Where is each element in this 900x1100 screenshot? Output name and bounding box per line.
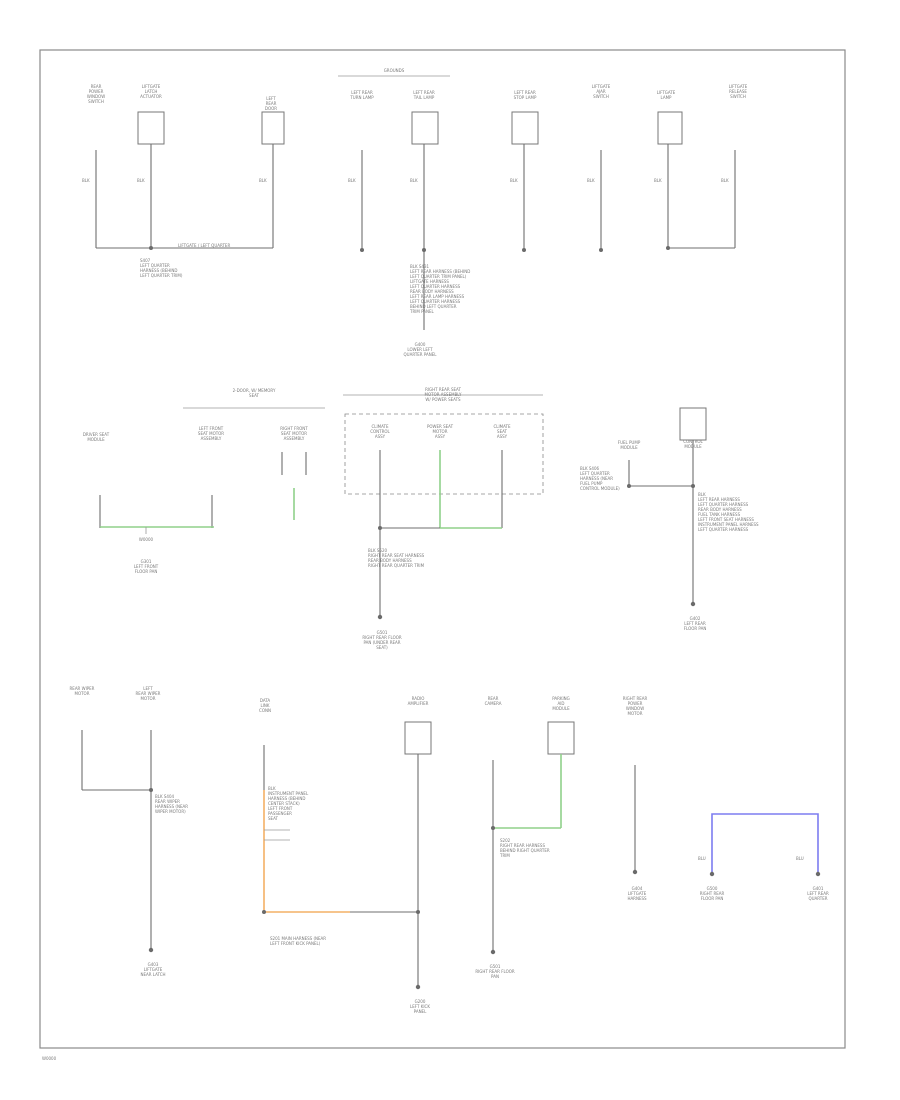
top-box-lamp	[657, 111, 683, 145]
top-wire-codes: BLK BLK BLK BLK BLK BLK BLK BLK BLK	[82, 178, 729, 183]
top-wire-code-8: BLK	[654, 178, 662, 183]
top-wire-code-9: BLK	[721, 178, 729, 183]
bottom-c-wires	[415, 754, 421, 990]
bottom-blue-left: BLU	[698, 856, 706, 861]
top-wire-code-1: BLK	[82, 178, 90, 183]
bottom-a-wires	[81, 730, 154, 953]
footer-code: W0000	[42, 1056, 57, 1061]
top-splice-dots	[149, 246, 670, 252]
bottom-box-d	[547, 721, 575, 755]
diagram-frame	[39, 49, 846, 1049]
bottom-d-wires	[490, 754, 562, 955]
bottom-e-wires	[632, 765, 638, 875]
top-header: GROUNDS	[384, 68, 405, 73]
top-splice-text: LIFTGATE / LEFT QUARTER	[178, 243, 230, 248]
top-wire-code-4: BLK	[348, 178, 356, 183]
mid-ground-ref: W0000	[139, 537, 154, 542]
top-wire-code-7: BLK	[587, 178, 595, 183]
mid-left-wires	[99, 452, 307, 534]
top-wire-code-6: BLK	[510, 178, 518, 183]
top-box-tail	[411, 111, 439, 145]
top-wire-code-3: BLK	[259, 178, 267, 183]
top-wire-code-2: BLK	[137, 178, 145, 183]
mid-fuel-wires	[627, 440, 696, 607]
top-wires	[95, 144, 736, 330]
mid-center-wires	[377, 450, 503, 620]
mid-fuel-box	[679, 407, 707, 441]
top-box-latch	[137, 111, 165, 145]
bottom-b-wires	[262, 745, 418, 914]
mid-center-box	[344, 413, 544, 495]
top-box-stop	[511, 111, 539, 145]
bottom-box-c	[404, 721, 432, 755]
top-box-door	[261, 111, 285, 145]
bottom-blue-wire	[709, 813, 821, 877]
bottom-blue-right: BLU	[796, 856, 804, 861]
top-wire-code-5: BLK	[410, 178, 418, 183]
